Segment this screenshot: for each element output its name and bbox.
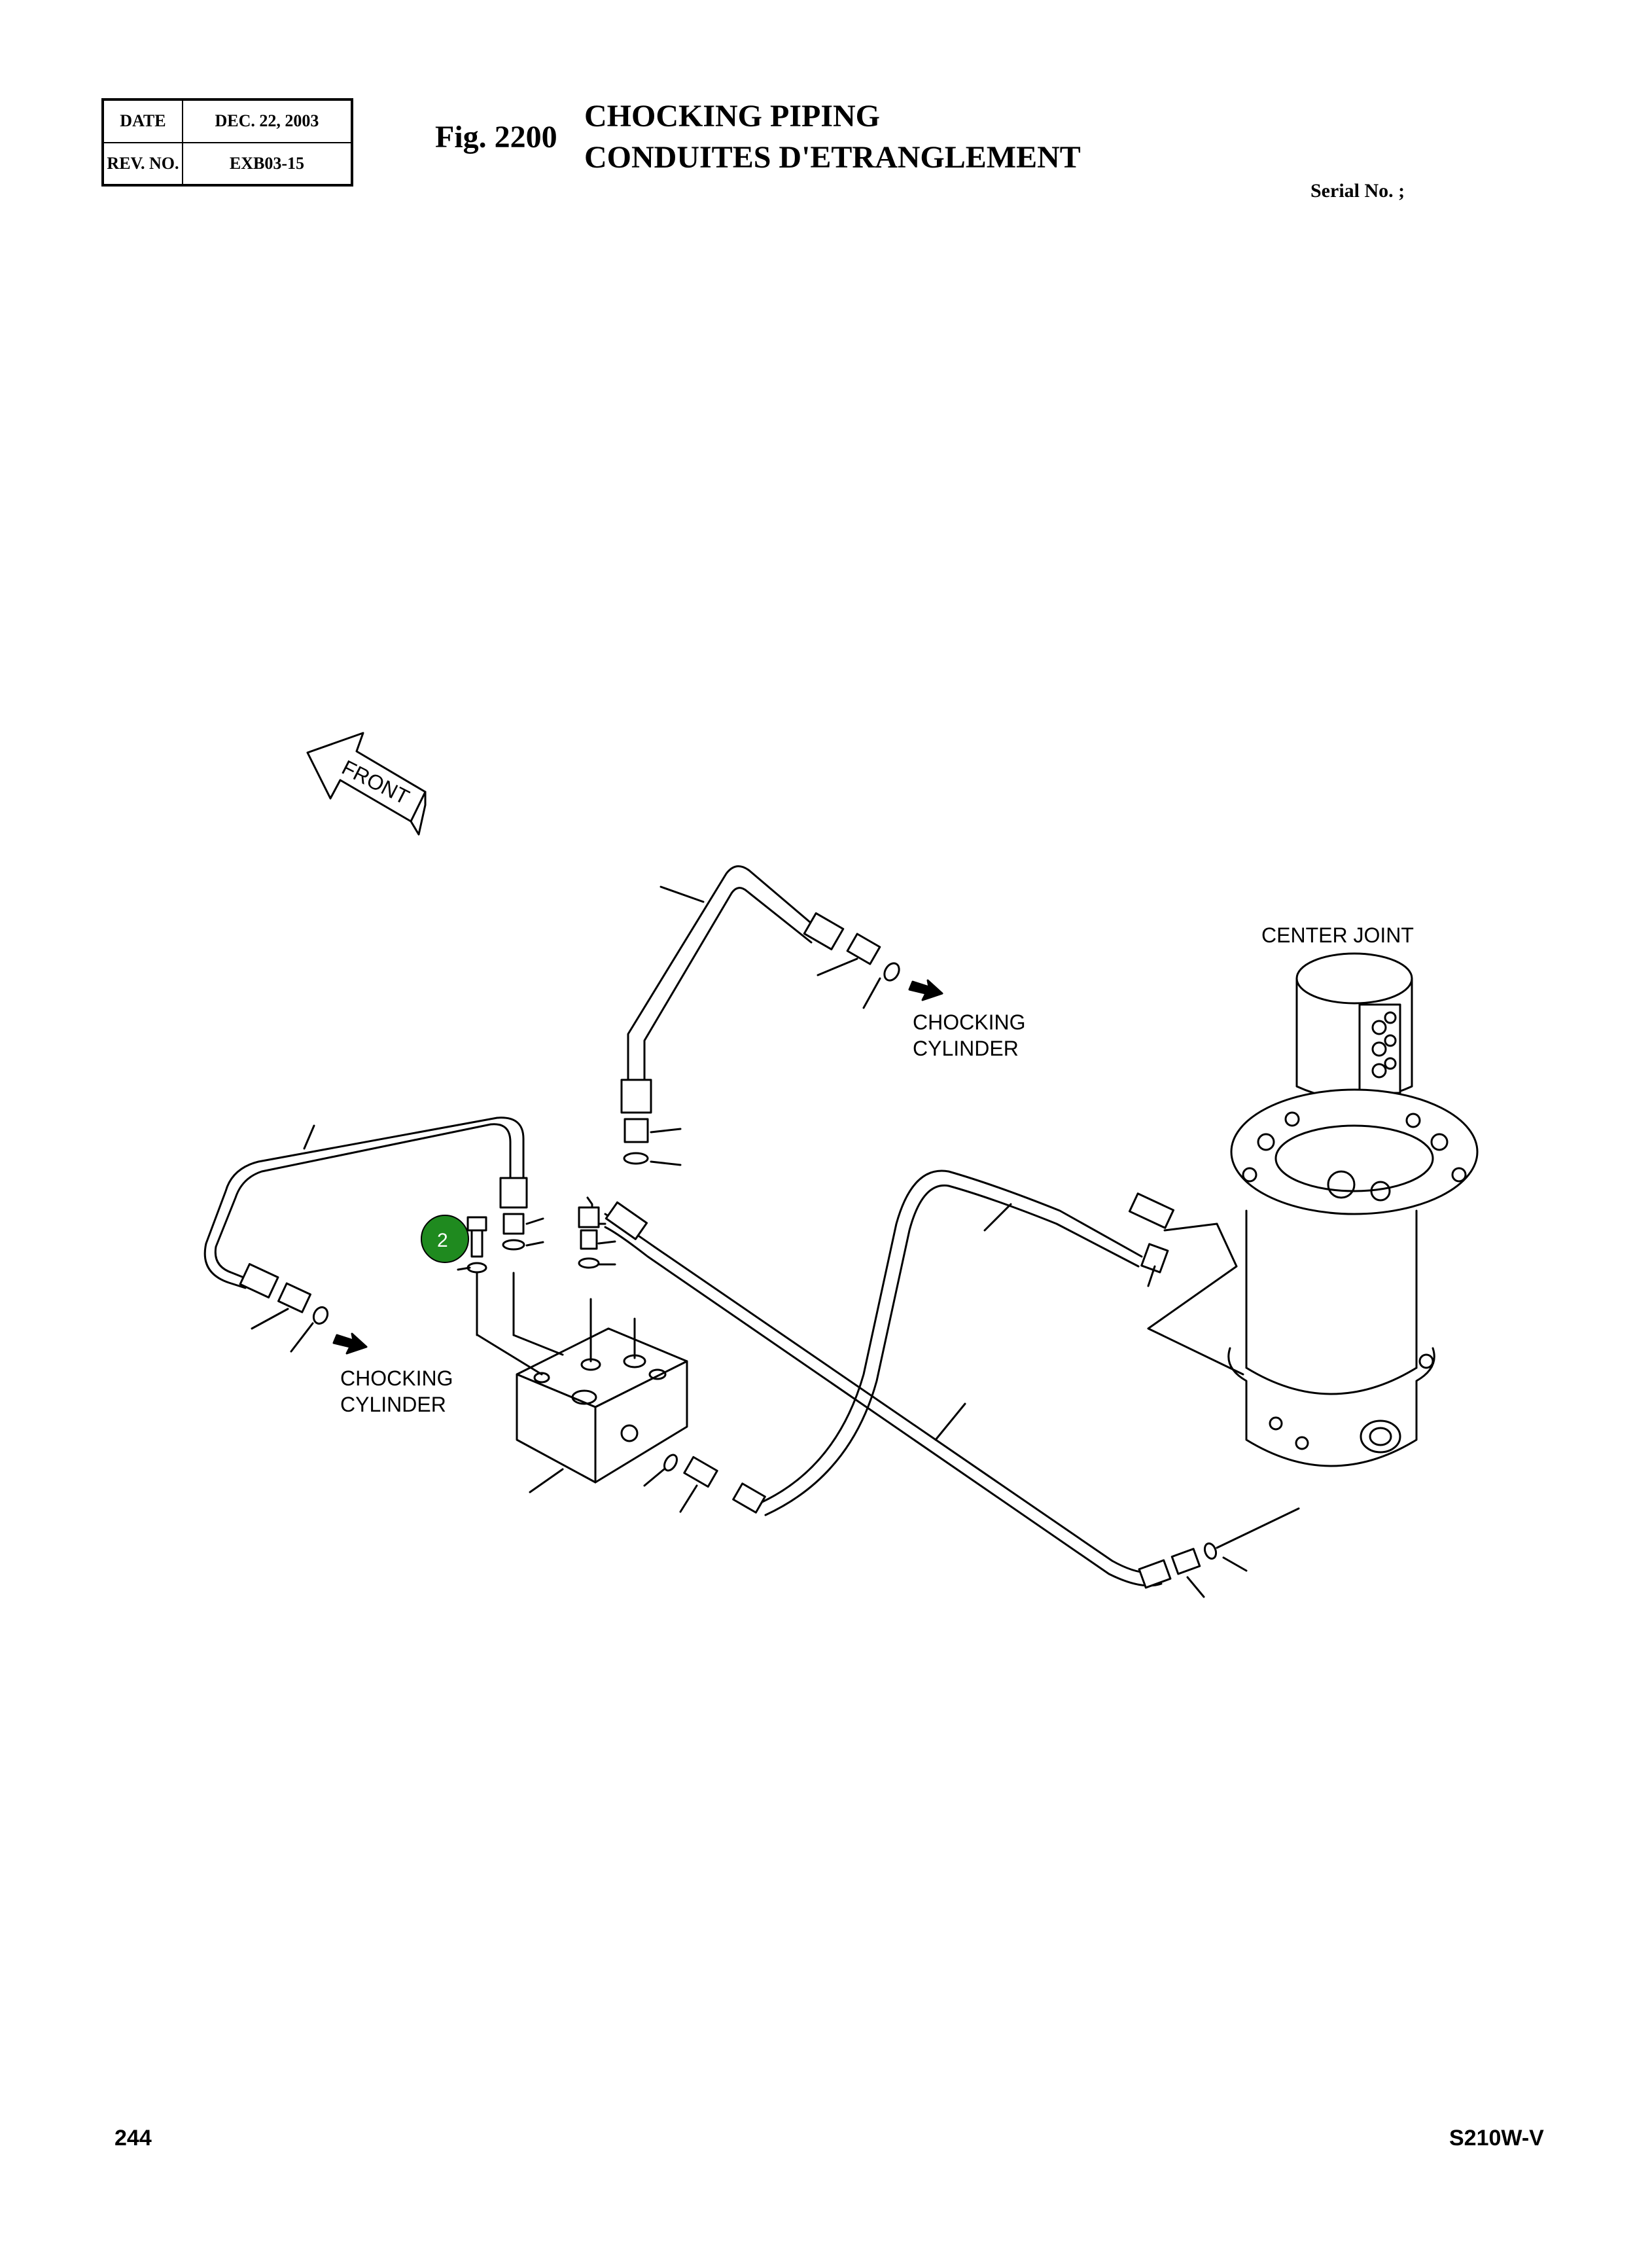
date-label: DATE xyxy=(102,99,183,143)
front-arrow-icon xyxy=(306,732,427,836)
revision-table: DATE DEC. 22, 2003 REV. NO. EXB03-15 xyxy=(101,98,353,187)
cylinder-arrow-top-icon xyxy=(908,979,943,1001)
cylinder-label-top-line1: CHOCKING xyxy=(913,1010,1025,1034)
upper-pipe-fittings xyxy=(620,912,900,1166)
center-joint-label: CENTER JOINT xyxy=(1261,923,1414,947)
figure-number: Fig. 2200 xyxy=(435,120,557,154)
lower-block-fittings xyxy=(643,1454,766,1514)
callout-2[interactable]: 2 xyxy=(421,1215,469,1263)
cylinder-arrow-left-icon xyxy=(332,1332,368,1355)
figure-title-fr: CONDUITES D'ETRANGLEMENT xyxy=(584,140,1081,175)
figure-title-en: CHOCKING PIPING xyxy=(584,99,881,134)
upper-pipe xyxy=(627,865,816,1081)
long-hose-a xyxy=(761,1170,1143,1516)
page-number: 244 xyxy=(114,2126,152,2151)
manifold-block xyxy=(476,1272,688,1493)
center-joint xyxy=(1227,952,1479,1467)
left-pipe xyxy=(203,1116,525,1289)
bolt-and-washer xyxy=(457,1216,487,1336)
rev-label: REV. NO. xyxy=(102,141,183,186)
date-value: DEC. 22, 2003 xyxy=(181,99,353,143)
left-pipe-fittings xyxy=(239,1177,544,1353)
callout-number: 2 xyxy=(437,1230,448,1251)
serial-number-label: Serial No. ; xyxy=(1310,180,1405,202)
cylinder-label-left-line2: CYLINDER xyxy=(340,1393,446,1416)
joint-elbow-fittings xyxy=(1128,1192,1244,1376)
cylinder-label-left-line1: CHOCKING xyxy=(340,1366,453,1390)
cylinder-label-top-line2: CYLINDER xyxy=(913,1037,1019,1060)
rev-value: EXB03-15 xyxy=(181,141,353,186)
lower-right-fittings xyxy=(1138,1507,1300,1598)
model-name: S210W-V xyxy=(1449,2126,1544,2151)
